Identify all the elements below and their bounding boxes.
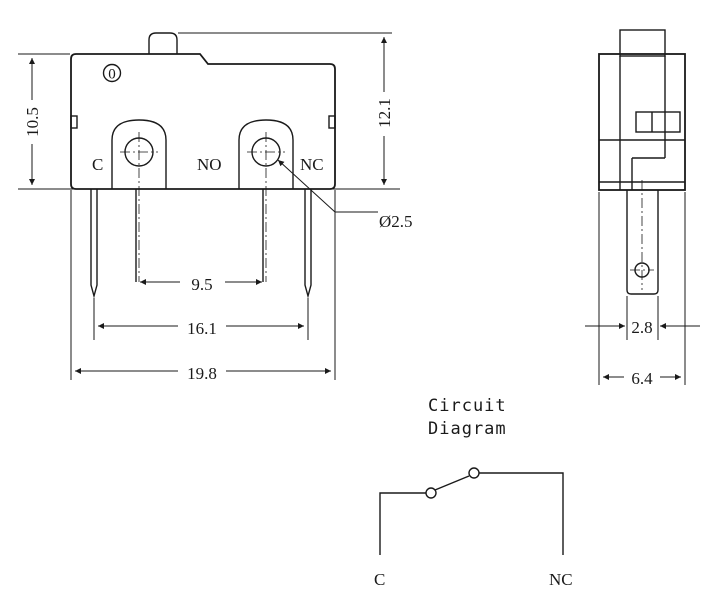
- side-terminal-blade: [626, 190, 659, 295]
- side-view: [598, 29, 686, 295]
- dim-length-label: 19.8: [187, 364, 217, 383]
- side-actuator: [619, 29, 666, 57]
- actuator-mark-text: 0: [108, 67, 116, 83]
- leader-hole-diameter: [277, 159, 336, 213]
- circuit-title-line2: Diagram: [428, 419, 507, 439]
- dim-body-width-label: 6.4: [631, 369, 653, 388]
- side-dimensions: 2.8 6.4: [585, 192, 700, 388]
- circuit-lead-nc: [479, 472, 564, 555]
- circuit-contact-common: [425, 487, 437, 499]
- actuator-mark-circle: [102, 63, 122, 83]
- dim-body-height-label: 10.5: [23, 107, 42, 137]
- circuit-label-common: C: [374, 570, 385, 589]
- label-normally-closed: NC: [300, 155, 324, 174]
- label-normally-open: NO: [197, 155, 222, 174]
- dim-pitch-label: 9.5: [191, 275, 212, 294]
- terminal-boss-no: [238, 119, 294, 189]
- dim-overall-height-label: 12.1: [375, 98, 394, 128]
- side-tab: [635, 111, 681, 133]
- circuit-lead-common: [379, 492, 426, 555]
- circuit-switch-lever: [434, 475, 470, 491]
- housing-tab-right: [328, 115, 336, 129]
- dim-blade-width-label: 2.8: [631, 318, 652, 337]
- circuit-diagram: Circuit Diagram C NC: [374, 396, 573, 589]
- circuit-label-nc: NC: [549, 570, 573, 589]
- actuator-plunger: [148, 32, 178, 54]
- front-dimensions: 10.5 12.1 Ø2.5 9.5 16.1 19.8: [18, 32, 413, 383]
- circuit-title-line1: Circuit: [428, 396, 507, 416]
- pin-left: [90, 189, 98, 299]
- front-view: 0 C NO NC: [18, 32, 400, 299]
- dim-span-label: 16.1: [187, 319, 217, 338]
- housing-tab-left: [70, 115, 78, 129]
- dim-hole-diameter-label: Ø2.5: [379, 212, 413, 231]
- label-common: C: [92, 155, 103, 174]
- circuit-contact-nc: [468, 467, 480, 479]
- side-body: [598, 53, 686, 191]
- pin-right: [304, 189, 312, 299]
- terminal-boss-common: [111, 119, 167, 189]
